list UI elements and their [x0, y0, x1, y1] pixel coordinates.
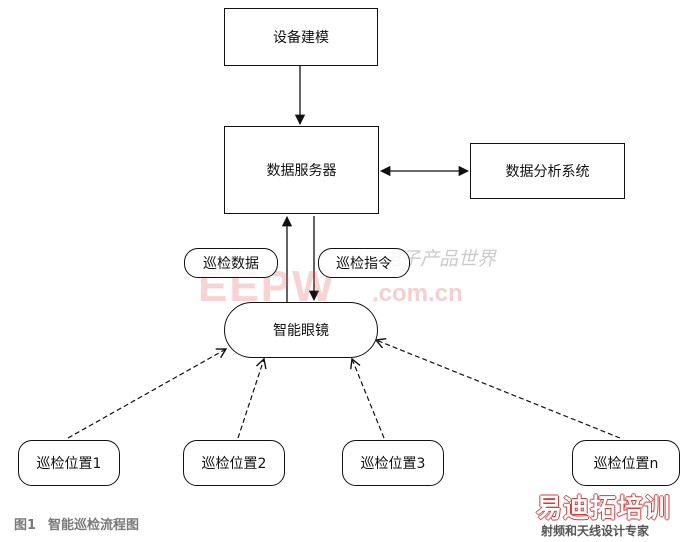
- node-position-3-label: 巡检位置3: [360, 456, 426, 472]
- node-position-1-label: 巡检位置1: [36, 456, 102, 472]
- node-position-n: 巡检位置n: [572, 440, 680, 486]
- node-smart-glasses-label: 智能眼镜: [273, 323, 329, 339]
- edge-label-inspection-command: 巡检指令: [318, 248, 410, 278]
- figure-title: 智能巡检流程图: [48, 518, 140, 533]
- edge-label-inspection-data: 巡检数据: [184, 248, 278, 278]
- node-data-analysis-label: 数据分析系统: [505, 164, 590, 180]
- node-data-server-label: 数据服务器: [266, 163, 337, 179]
- node-position-3: 巡检位置3: [342, 440, 444, 486]
- edge-pos1-to-glasses: [67, 348, 228, 439]
- figure-caption: 图1 智能巡检流程图: [14, 514, 139, 533]
- logo-watermark-subtitle: 射频和天线设计专家: [541, 524, 650, 538]
- logo-watermark: 易迪拓培训: [536, 494, 672, 524]
- node-position-n-label: 巡检位置n: [593, 456, 659, 472]
- node-position-2-label: 巡检位置2: [201, 456, 267, 472]
- edge-label-inspection-command-text: 巡检指令: [336, 256, 392, 272]
- edge-label-inspection-data-text: 巡检数据: [203, 256, 259, 272]
- node-data-server: 数据服务器: [224, 126, 379, 214]
- node-smart-glasses: 智能眼镜: [224, 302, 378, 358]
- watermark-cn: 电子产品世界: [382, 248, 497, 270]
- edge-pos3-to-glasses: [350, 357, 385, 439]
- node-device-modeling: 设备建模: [224, 8, 378, 66]
- watermark-url: .com.cn: [372, 280, 463, 307]
- node-position-2: 巡检位置2: [183, 440, 285, 486]
- node-device-modeling-label: 设备建模: [273, 30, 329, 46]
- node-data-analysis: 数据分析系统: [470, 143, 625, 199]
- node-position-1: 巡检位置1: [18, 440, 120, 486]
- edge-pos2-to-glasses: [237, 357, 267, 439]
- edge-posn-to-glasses: [374, 338, 621, 439]
- figure-number: 图1: [14, 518, 37, 533]
